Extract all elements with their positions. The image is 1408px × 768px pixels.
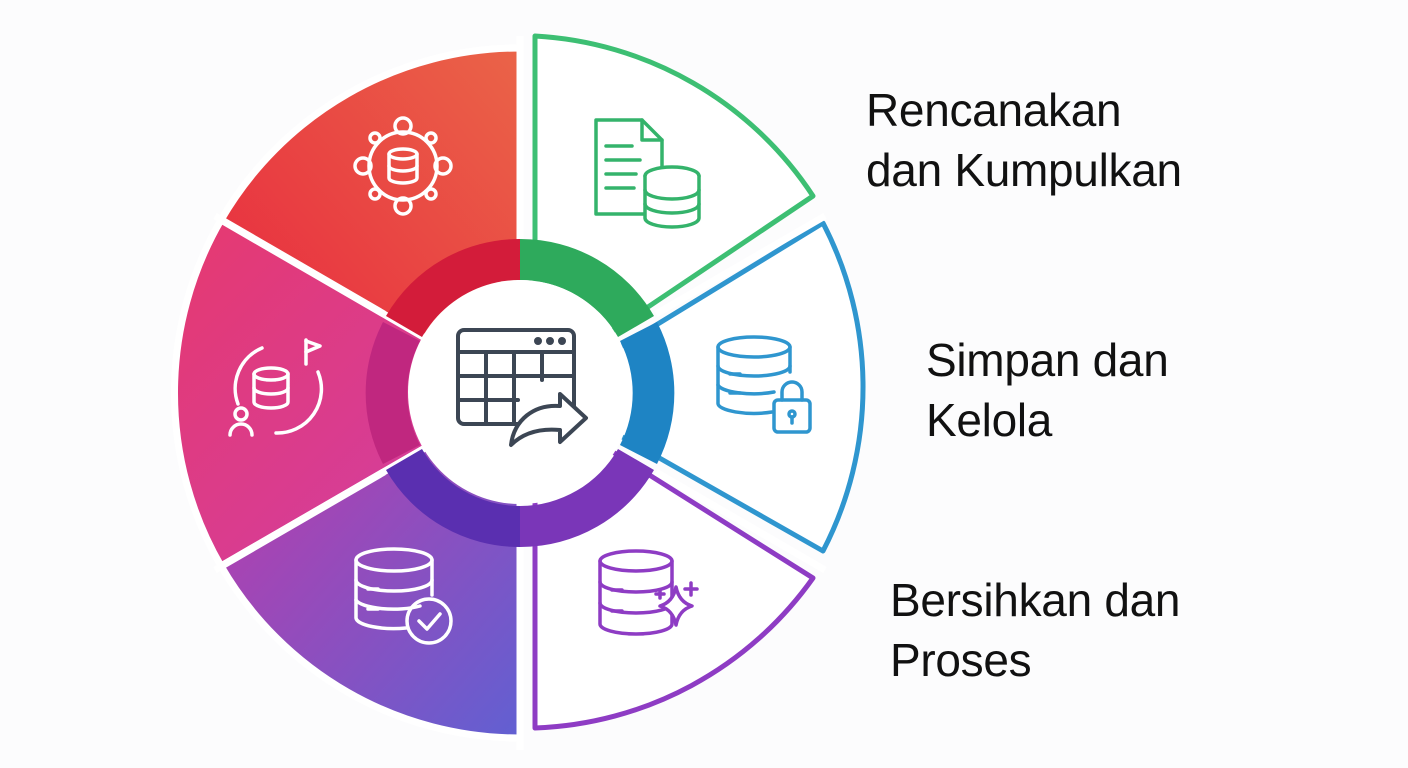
inner-ring	[365, 238, 675, 548]
database-cycle-icon	[228, 338, 324, 437]
label-simpan-line2: Kelola	[926, 394, 1053, 446]
table-export-icon	[456, 328, 588, 447]
label-simpan-line1: Simpan dan	[926, 334, 1169, 386]
database-lock-icon	[716, 335, 812, 434]
label-bersihkan-line2: Proses	[890, 634, 1032, 686]
database-sparkle-icon	[598, 549, 699, 636]
document-database-icon	[594, 118, 701, 229]
label-rencanakan-line1: Rencanakan	[866, 84, 1122, 136]
label-rencanakan: Rencanakan dan Kumpulkan	[866, 80, 1182, 200]
label-bersihkan: Bersihkan dan Proses	[890, 570, 1180, 690]
label-rencanakan-line2: dan Kumpulkan	[866, 144, 1182, 196]
label-simpan: Simpan dan Kelola	[926, 330, 1169, 450]
database-check-icon	[354, 547, 453, 645]
label-bersihkan-line1: Bersihkan dan	[890, 574, 1181, 626]
gear-database-icon	[353, 116, 453, 216]
center-disc	[408, 280, 632, 504]
segment-manage	[170, 216, 524, 570]
segment-store	[542, 220, 866, 554]
